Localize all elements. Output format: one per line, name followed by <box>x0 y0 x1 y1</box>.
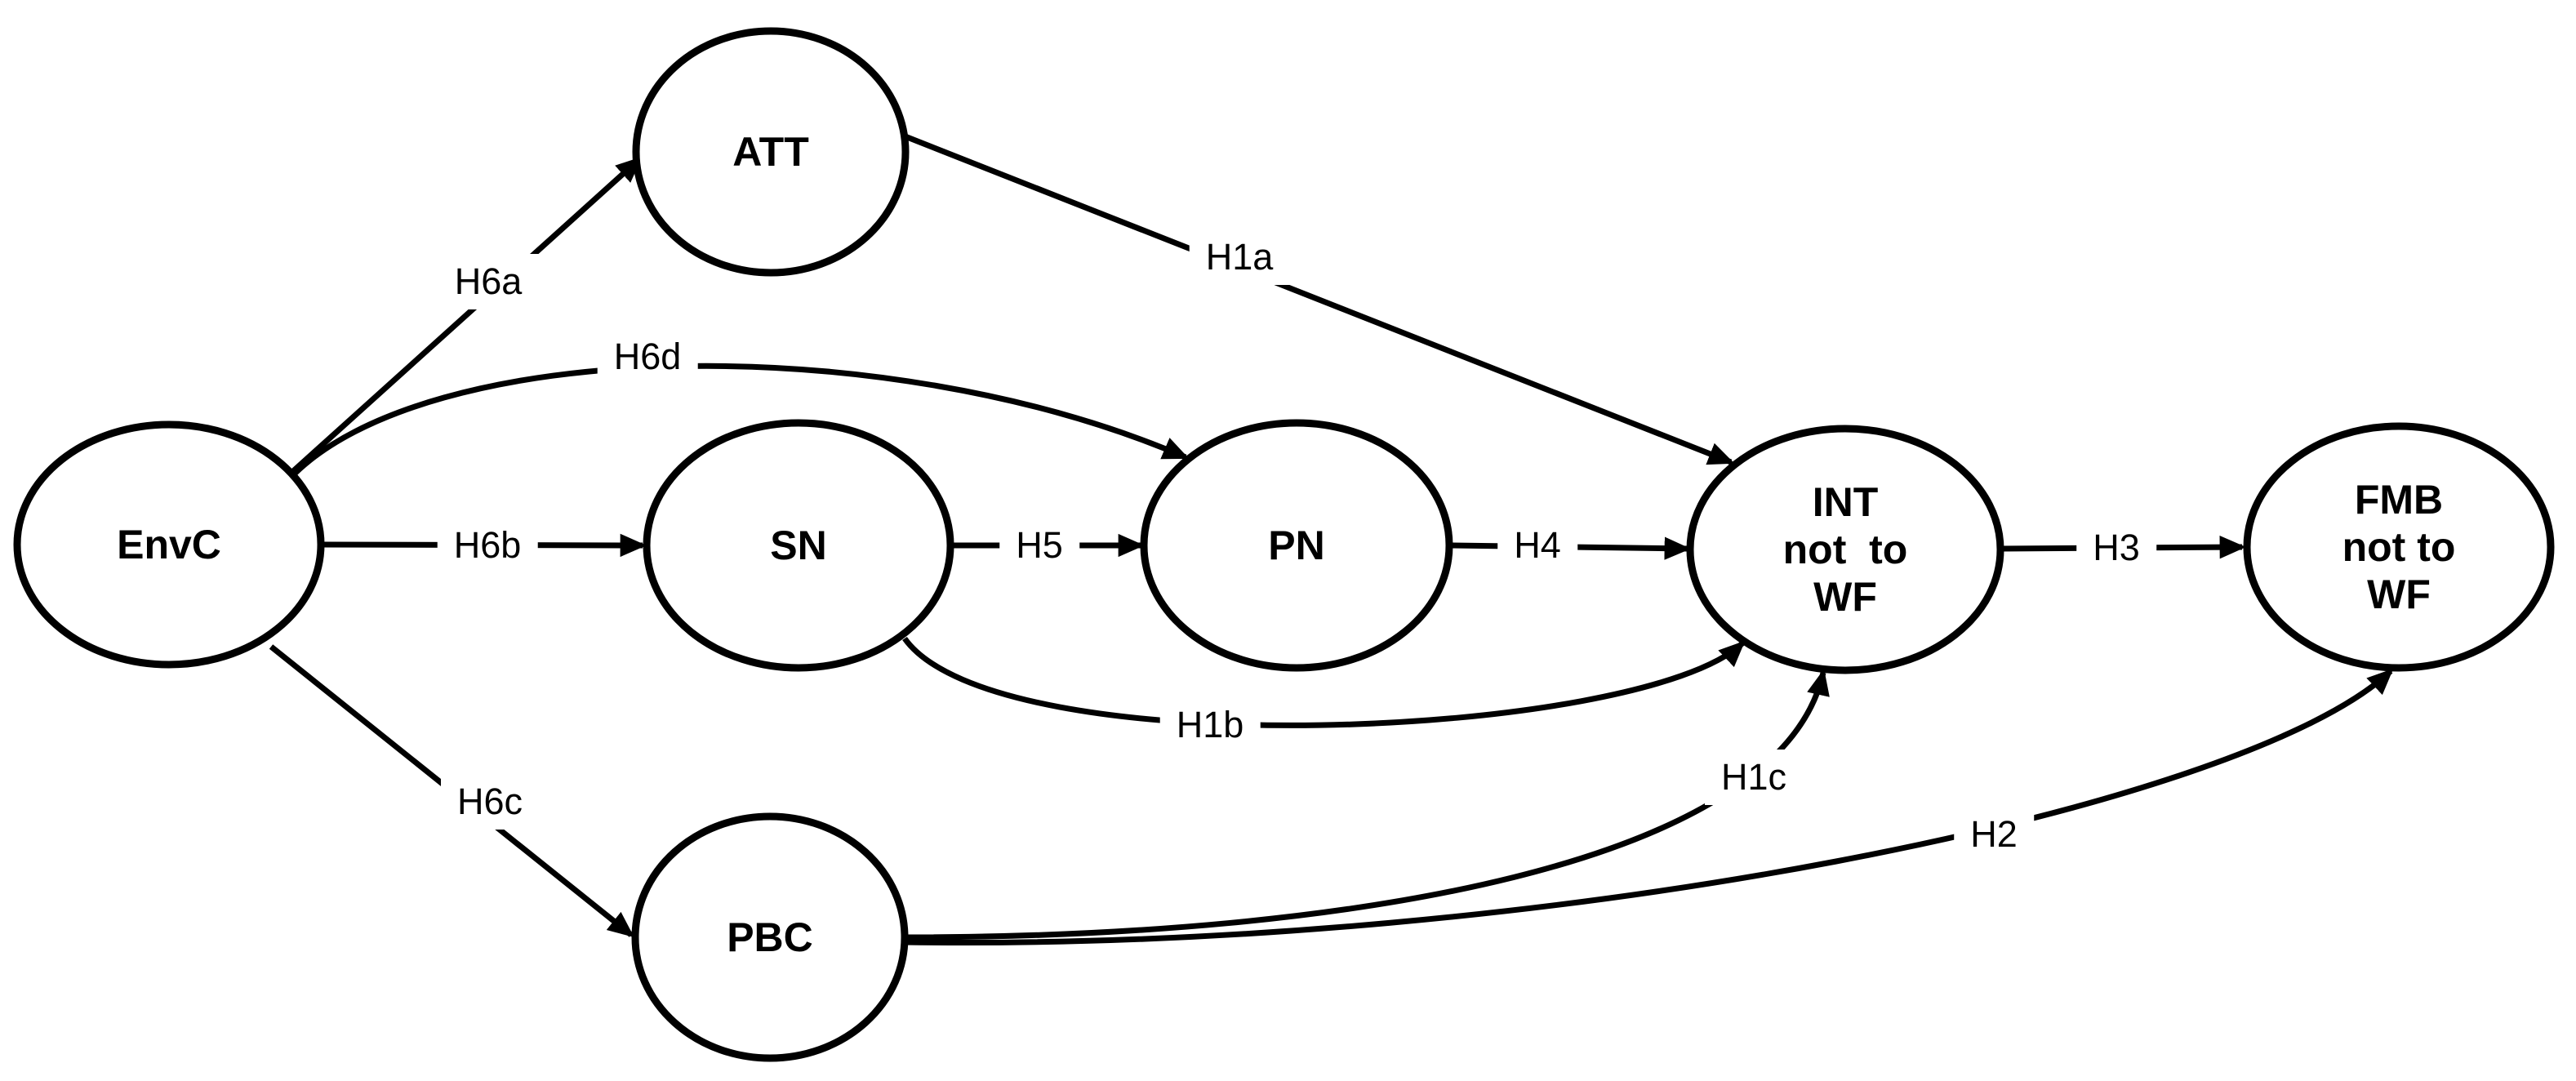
node-sn-label: SN <box>770 523 827 568</box>
node-pbc-ellipse <box>631 812 909 1062</box>
edge-h6a-label: H6a <box>438 254 539 309</box>
node-pn-ellipse <box>1140 419 1453 672</box>
edge-h1c-label: H1c <box>1704 750 1804 805</box>
node-att-ellipse <box>632 27 910 277</box>
node-pbc-label: PBC <box>727 914 813 960</box>
edge-h6a-arrow <box>290 156 643 474</box>
edge-h3-label: H3 <box>2076 520 2156 576</box>
node-att-label: ATT <box>732 129 809 175</box>
edge-h2-arrow <box>904 668 2394 945</box>
node-int-label: INT not to WF <box>1782 479 1908 620</box>
edge-h1a-label: H1a <box>1189 229 1290 285</box>
edge-h1a-arrow <box>901 132 1735 465</box>
edge-h1b-arrow <box>902 636 1746 728</box>
edge-h1b-label: H1b <box>1159 697 1261 753</box>
edge-h6b-label: H6b <box>437 518 538 573</box>
node-fmb-ellipse <box>2243 422 2555 672</box>
edge-h5-label: H5 <box>999 518 1079 573</box>
node-int-ellipse <box>1686 425 2004 674</box>
edge-h2-label: H2 <box>1954 807 2034 862</box>
edge-h6d-label: H6d <box>597 329 698 385</box>
edge-h4-label: H4 <box>1497 518 1577 573</box>
node-sn-ellipse <box>643 419 954 672</box>
node-envc-label: EnvC <box>117 522 221 567</box>
node-fmb-label: FMB not to WF <box>2342 477 2456 617</box>
node-pn-label: PN <box>1268 523 1325 568</box>
node-envc-ellipse <box>13 420 325 669</box>
nodes-layer <box>13 27 2555 1062</box>
edge-h6c-label: H6c <box>440 774 540 830</box>
